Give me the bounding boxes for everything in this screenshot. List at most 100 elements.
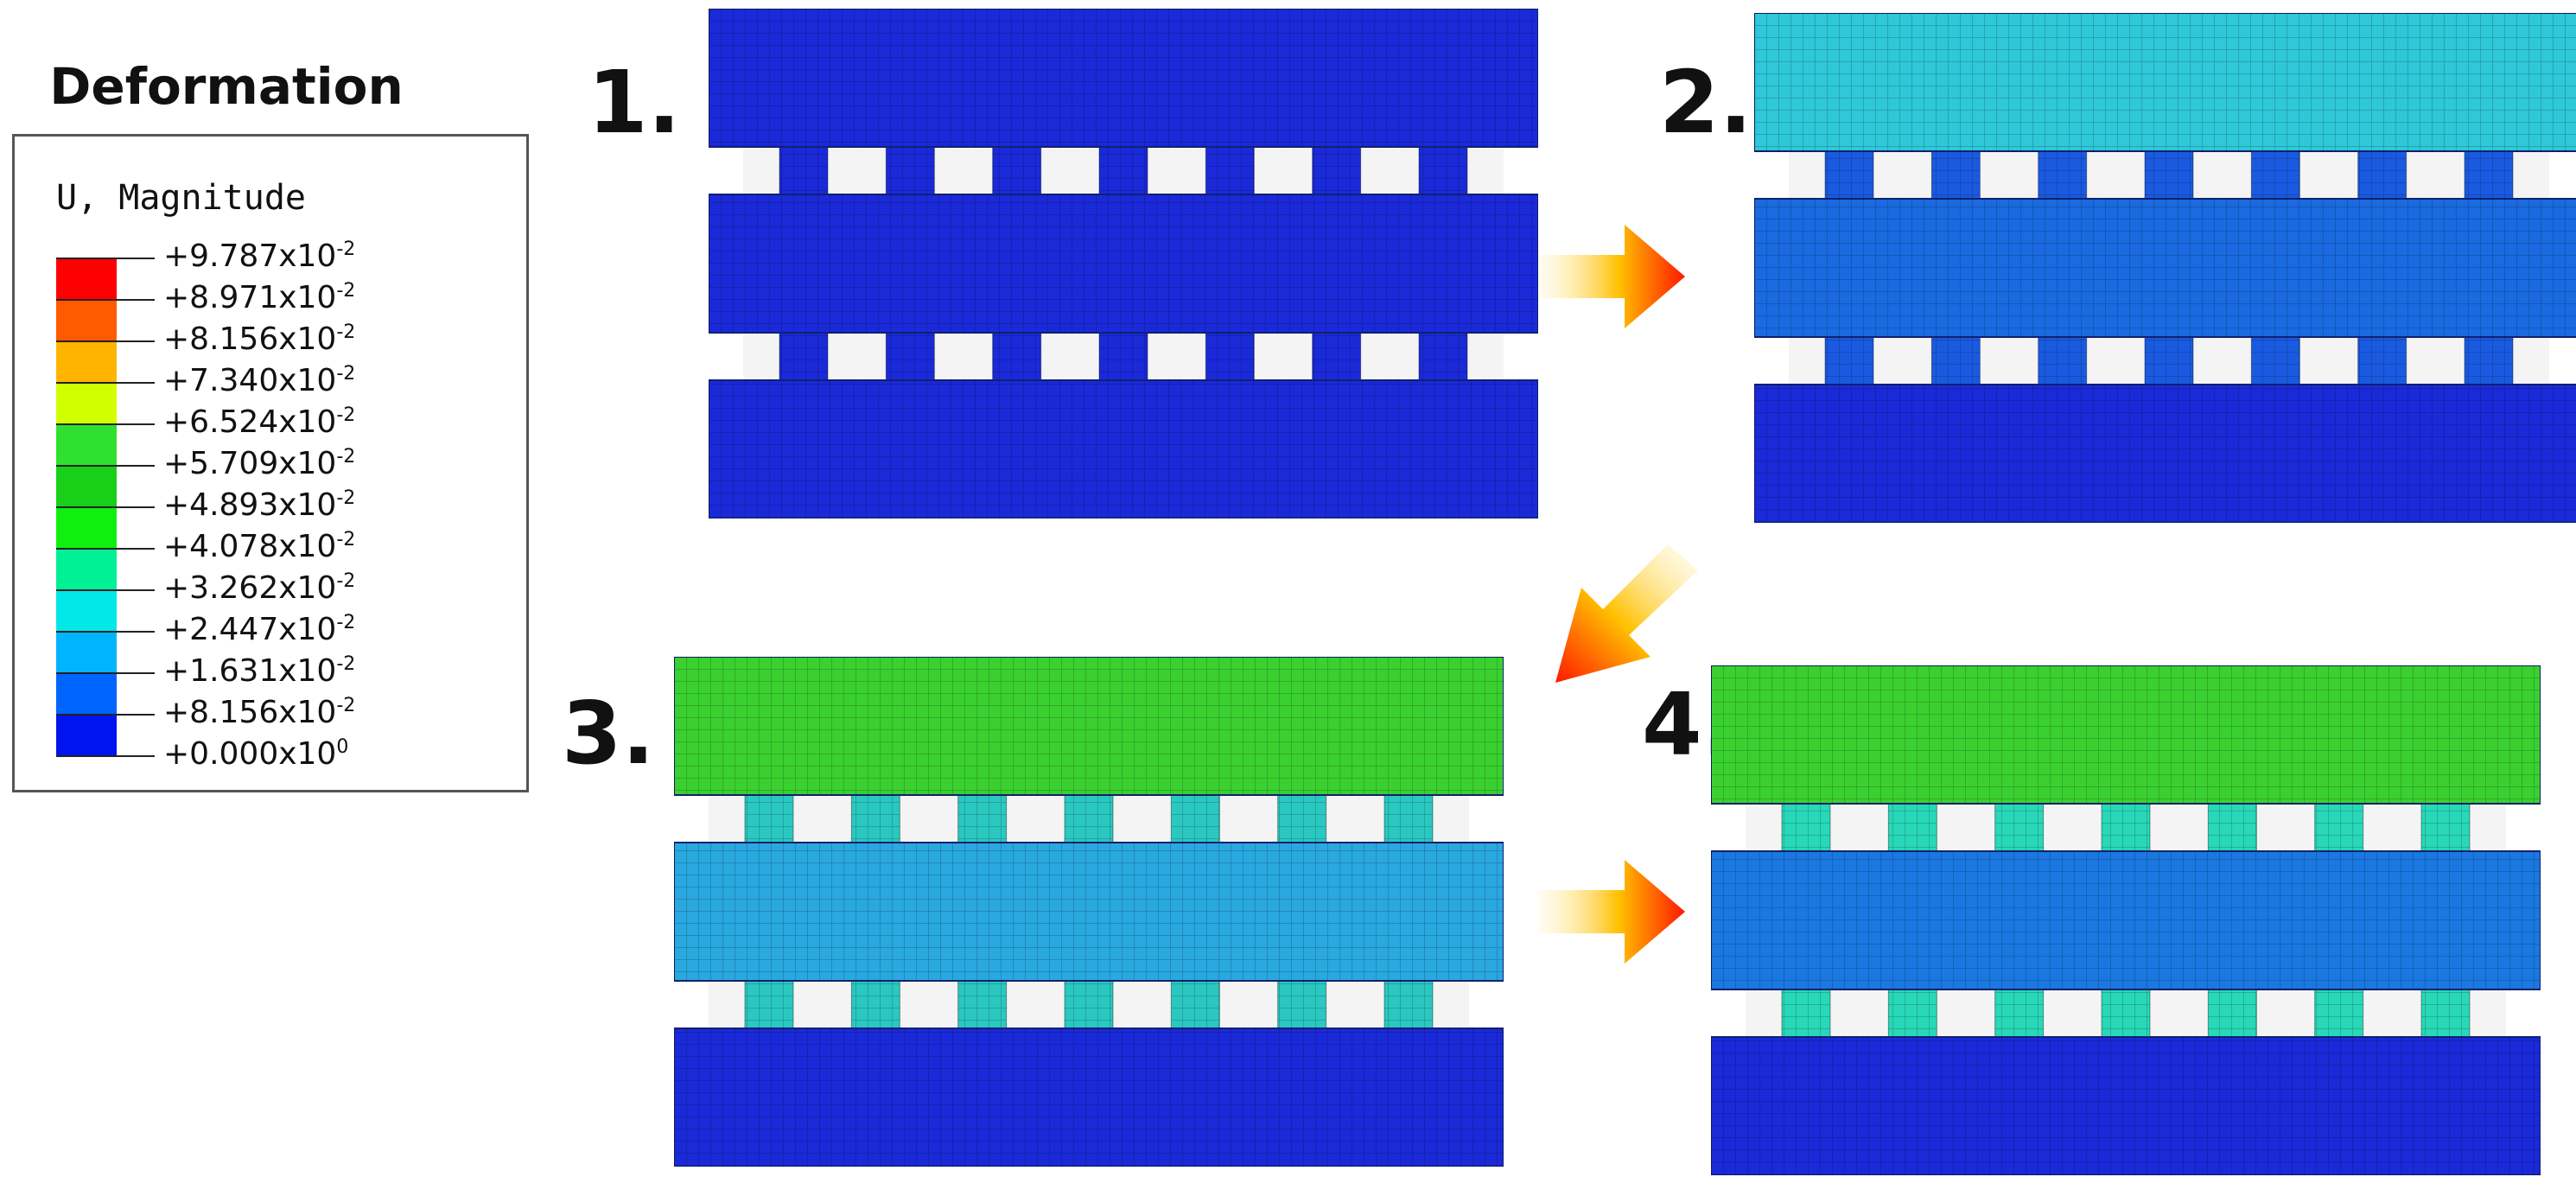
- legend-value-label: +3.262x10-2: [163, 570, 356, 606]
- legend-swatch: [56, 382, 117, 423]
- pillar-mesh: [2208, 798, 2257, 856]
- legend-value-label: +0.000x100: [163, 736, 349, 772]
- legend-swatch: [56, 589, 117, 631]
- pillar-mesh: [1888, 798, 1937, 856]
- pillar-mesh: [2357, 146, 2407, 204]
- model-step-4: [1711, 665, 2541, 1175]
- pillar-mesh: [2251, 332, 2300, 390]
- pillar-mesh: [1825, 146, 1873, 204]
- pillar-mesh: [779, 142, 828, 200]
- step-label-2: 2.: [1659, 52, 1752, 153]
- legend-value-label: +5.709x10-2: [163, 446, 356, 481]
- legend-tick: [117, 299, 155, 301]
- step-label-1: 1.: [588, 52, 681, 153]
- pillar-mesh: [1419, 142, 1467, 200]
- legend-swatch: [56, 548, 117, 589]
- pillar-mesh: [992, 328, 1041, 385]
- step-label-3: 3.: [562, 683, 655, 784]
- legend-tick: [117, 382, 155, 384]
- pillar-mesh: [2145, 146, 2193, 204]
- legend-swatch: [56, 465, 117, 506]
- model-step-1: [709, 9, 1538, 519]
- arrow-right-icon: [1538, 225, 1685, 328]
- bottom-layer-mesh: [709, 380, 1538, 519]
- pillar-mesh: [1277, 790, 1326, 848]
- legend-tick: [117, 631, 155, 633]
- pillar-mesh: [779, 328, 828, 385]
- top-layer-mesh: [1711, 665, 2541, 804]
- pillar-mesh: [1782, 984, 1830, 1042]
- middle-layer-mesh: [674, 843, 1504, 981]
- pillar-mesh: [851, 976, 900, 1034]
- legend-value-label: +1.631x10-2: [163, 653, 356, 689]
- pillar-mesh: [886, 328, 935, 385]
- model-step-2: [1754, 13, 2576, 523]
- legend-tick: [117, 340, 155, 342]
- pillar-mesh: [1277, 976, 1326, 1034]
- legend-swatch: [56, 672, 117, 714]
- legend-title: Deformation: [49, 57, 404, 116]
- pillar-mesh: [957, 790, 1007, 848]
- legend-value-label: +8.156x10-2: [163, 695, 356, 730]
- legend-bottom-edge: [56, 755, 117, 757]
- pillar-mesh: [1931, 332, 1981, 390]
- legend-tick: [117, 465, 155, 467]
- pillar-mesh: [1825, 332, 1873, 390]
- pillar-mesh: [992, 142, 1041, 200]
- top-layer-mesh: [709, 9, 1538, 147]
- pillar-mesh: [886, 142, 935, 200]
- pillar-mesh: [2357, 332, 2407, 390]
- pillar-mesh: [957, 976, 1007, 1034]
- legend-swatch: [56, 340, 117, 382]
- bottom-layer-mesh: [1754, 385, 2576, 523]
- pillar-mesh: [2102, 798, 2150, 856]
- legend-value-label: +8.971x10-2: [163, 280, 356, 315]
- pillar-mesh: [1782, 798, 1830, 856]
- top-layer-mesh: [674, 657, 1504, 795]
- pillar-mesh: [1888, 984, 1937, 1042]
- pillar-mesh: [1099, 142, 1148, 200]
- pillar-mesh: [1205, 142, 1255, 200]
- model-step-3: [674, 657, 1504, 1167]
- pillar-mesh: [1171, 976, 1220, 1034]
- pillar-mesh: [1205, 328, 1255, 385]
- pillar-mesh: [2251, 146, 2300, 204]
- legend-tick: [117, 258, 155, 259]
- pillar-mesh: [1384, 976, 1433, 1034]
- pillar-mesh: [851, 790, 900, 848]
- middle-layer-mesh: [1711, 851, 2541, 989]
- legend-value-label: +7.340x10-2: [163, 363, 356, 398]
- pillar-mesh: [2465, 146, 2513, 204]
- legend-tick: [117, 714, 155, 716]
- top-layer-mesh: [1754, 13, 2576, 151]
- legend-swatch: [56, 506, 117, 548]
- color-legend: U, Magnitude +9.787x10-2 +8.971x10-2 +8.15…: [12, 134, 529, 792]
- legend-value-label: +8.156x10-2: [163, 321, 356, 357]
- pillar-mesh: [2465, 332, 2513, 390]
- arrow-right-icon: [1538, 860, 1685, 964]
- legend-subtitle: U, Magnitude: [56, 178, 306, 218]
- pillar-mesh: [1384, 790, 1433, 848]
- legend-tick: [117, 672, 155, 674]
- pillar-mesh: [1171, 790, 1220, 848]
- legend-tick: [117, 589, 155, 591]
- pillar-mesh: [1994, 798, 2044, 856]
- pillar-mesh: [2208, 984, 2257, 1042]
- middle-layer-mesh: [709, 194, 1538, 333]
- pillar-mesh: [1099, 328, 1148, 385]
- pillar-mesh: [2314, 798, 2363, 856]
- arrow-down-left-icon: [1555, 544, 1698, 683]
- legend-value-label: +6.524x10-2: [163, 404, 356, 440]
- legend-swatch: [56, 714, 117, 755]
- legend-tick: [117, 548, 155, 550]
- pillar-mesh: [1994, 984, 2044, 1042]
- pillar-mesh: [1419, 328, 1467, 385]
- pillar-mesh: [1312, 328, 1361, 385]
- legend-value-label: +9.787x10-2: [163, 239, 356, 274]
- pillar-mesh: [745, 790, 793, 848]
- middle-layer-mesh: [1754, 199, 2576, 337]
- pillar-mesh: [2102, 984, 2150, 1042]
- legend-value-label: +4.078x10-2: [163, 529, 356, 564]
- bottom-layer-mesh: [674, 1028, 1504, 1167]
- legend-tick: [117, 506, 155, 508]
